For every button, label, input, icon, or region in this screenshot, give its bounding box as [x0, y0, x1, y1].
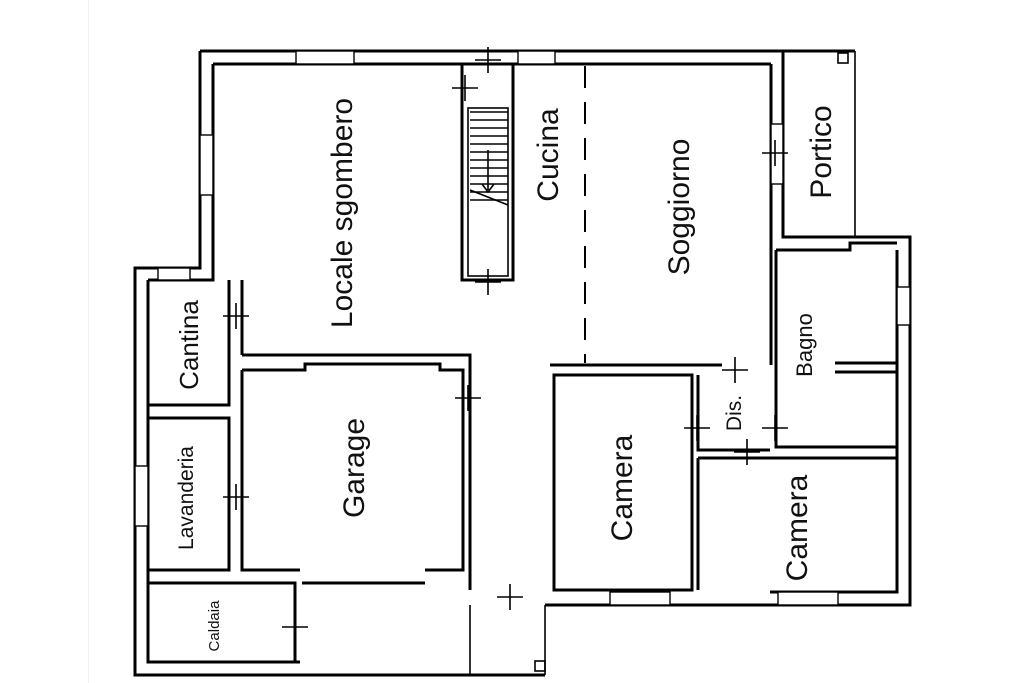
room-label-garage: Garage — [338, 418, 371, 518]
door-mark — [475, 269, 501, 295]
window — [295, 50, 355, 65]
window — [157, 267, 191, 281]
room-label-disimpegno: Dis. — [723, 395, 746, 431]
room-label-caldaia: Caldaia — [206, 600, 223, 652]
page-margin — [0, 0, 89, 683]
room-label-lavanderia: Lavanderia — [175, 446, 198, 550]
window — [134, 465, 149, 527]
door-mark — [452, 75, 478, 101]
door-marks — [223, 47, 788, 640]
door-mark — [497, 584, 523, 610]
staircase — [460, 62, 515, 282]
room-label-soggiorno: Soggiorno — [663, 139, 696, 276]
door-mark — [762, 415, 788, 441]
room-label-portico: Portico — [805, 105, 838, 198]
room-label-locale-sgombero: Locale sgombero — [326, 98, 359, 328]
room-label-cucina: Cucina — [532, 108, 565, 202]
door-mark — [282, 614, 308, 640]
window — [199, 134, 214, 196]
room-labels: Locale sgombero Cucina Soggiorno Portico… — [174, 98, 838, 652]
room-label-cantina: Cantina — [174, 300, 204, 390]
door-mark — [722, 357, 748, 383]
door-mark — [223, 303, 249, 329]
door-mark — [762, 140, 788, 166]
window — [770, 123, 784, 185]
window — [517, 50, 556, 65]
door-mark — [223, 484, 249, 510]
door-mark — [684, 415, 710, 441]
door-mark — [734, 439, 760, 465]
window — [777, 591, 839, 606]
window — [609, 591, 671, 606]
door-mark — [455, 385, 481, 411]
room-label-camera-2: Camera — [781, 474, 814, 581]
window — [896, 286, 911, 326]
room-label-bagno: Bagno — [792, 313, 817, 377]
door-mark — [475, 47, 501, 73]
room-label-camera-1: Camera — [606, 434, 639, 541]
